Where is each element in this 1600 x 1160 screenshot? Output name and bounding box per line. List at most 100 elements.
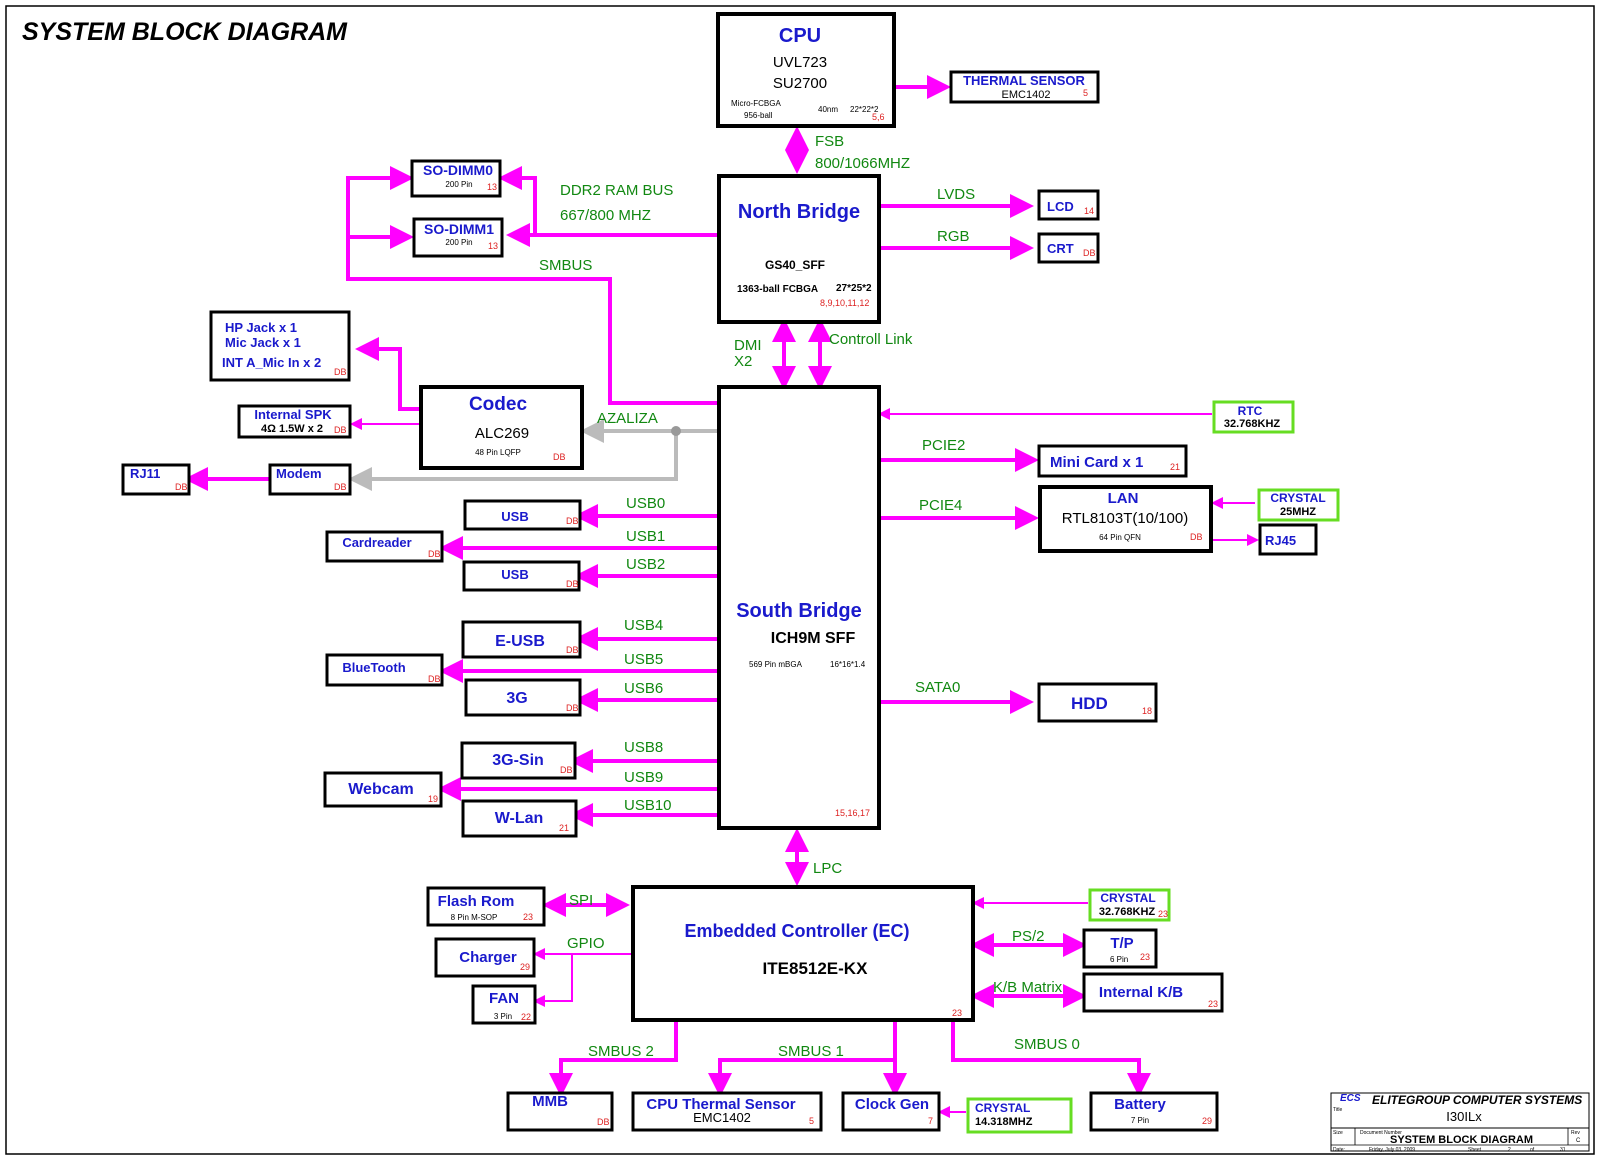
thermal-sensor-part: EMC1402 [1002,89,1051,101]
mini-card-ref: 21 [1170,462,1180,472]
smbus2-label: SMBUS 2 [588,1043,654,1060]
cpu-balls: 956-ball [744,111,773,120]
ram-bus-label: DDR2 RAM BUS [560,182,673,199]
pcie4-label: PCIE4 [919,497,962,514]
flash-rom-block: Flash Rom 8 Pin M-SOP 23 [426,886,546,927]
usb-device-2-ref: DB [566,579,579,589]
usb-device-1-ref: DB [428,549,441,559]
south-bridge-block: South Bridge ICH9M SFF 569 Pin mBGA 16*1… [717,385,881,830]
codec-ref: DB [553,452,566,462]
usb-device-8: W-Lan 21 [461,799,578,838]
north-bridge-pkg: 1363-ball FCBGA [737,284,818,295]
south-bridge-ref: 15,16,17 [835,808,870,818]
gpio-label: GPIO [567,935,605,952]
company-name: ELITEGROUP COMPUTER SYSTEMS [1372,1093,1582,1107]
charger-ref: 29 [520,962,530,972]
rj45-title: RJ45 [1265,533,1296,548]
south-bridge-pkg: 569 Pin mBGA [749,660,803,669]
usb4-label: USB4 [624,617,663,634]
north-bridge-ref: 8,9,10,11,12 [820,298,869,308]
sheet-border [5,5,1595,1155]
usb5-label: USB5 [624,651,663,668]
crystal-ec-block: CRYSTAL 32.768KHZ 23 [1088,888,1171,922]
cpu-thermal-title: CPU Thermal Sensor [646,1096,795,1113]
usb-device-2-label: USB [501,567,528,582]
usb0-label: USB0 [626,495,665,512]
rev-value: C [1576,1138,1581,1144]
so-dimm0-title: SO-DIMM0 [423,162,493,178]
tp-ref: 23 [1140,952,1150,962]
cpu-thermal-part: EMC1402 [693,1110,751,1125]
lan-pkg: 64 Pin QFN [1099,533,1141,542]
kb-matrix-label: K/B Matrix [993,979,1063,996]
fan-block: FAN 3 Pin 22 [471,984,537,1025]
sheet-label: Sheet [1468,1147,1482,1153]
smbus2-link [549,1020,678,1097]
rgb-label: RGB [937,228,970,245]
crystal-lan-block: CRYSTAL 25MHZ [1257,488,1340,522]
rj11-ref: DB [175,482,188,492]
smbus0-label: SMBUS 0 [1014,1036,1080,1053]
usb8-label: USB8 [624,739,663,756]
ec-title: Embedded Controller (EC) [684,921,909,941]
battery-title: Battery [1114,1096,1166,1113]
usb-device-0-label: USB [501,509,528,524]
rj45-block: RJ45 [1258,523,1318,556]
usb2-label: USB2 [626,556,665,573]
battery-pins: 7 Pin [1131,1116,1149,1125]
usb-device-3-label: E-USB [495,633,545,650]
charger-title: Charger [459,949,517,966]
lan-title: LAN [1108,490,1139,507]
ec-ref: 23 [952,1008,962,1018]
usb-device-7-label: Webcam [348,781,414,798]
cpu-block: CPU UVL723 SU2700 Micro-FCBGA 956-ball 4… [716,12,896,128]
so-dimm1-ref: 13 [488,241,498,251]
modem-title: Modem [276,466,322,481]
azalia-modem [348,431,678,491]
crystal-ec-freq: 32.768KHZ [1099,906,1156,918]
rev-label: Rev [1571,1130,1580,1136]
clock-gen-block: Clock Gen 7 [841,1091,941,1132]
clock-gen-ref: 7 [928,1116,933,1126]
ec-part: ITE8512E-KX [763,959,869,978]
audio-jack-ref: DB [334,367,347,377]
codec-pkg: 48 Pin LQFP [475,448,521,457]
internal-kb-ref: 23 [1208,999,1218,1009]
lan-ref: DB [1190,532,1203,542]
north-bridge-title: North Bridge [738,201,860,223]
lan-block: LAN RTL8103T(10/100) 64 Pin QFN DB [1038,485,1213,553]
project-name: I30ILx [1446,1109,1482,1124]
so-dimm1-block: SO-DIMM1 200 Pin 13 [412,217,504,258]
usb-device-4-label: BlueTooth [342,660,405,675]
ram-bus-dimm0 [498,166,537,235]
modem-block: Modem DB [268,463,352,496]
fsb-label: FSB [815,133,844,150]
hdd-title: HDD [1071,694,1108,713]
hdd-block: HDD 18 [1037,682,1158,723]
hp-jack-label: HP Jack x 1 [225,320,297,335]
fan-pins: 3 Pin [494,1012,512,1021]
lvds-label: LVDS [937,186,975,203]
usb-device-3: E-USB DB [461,620,582,659]
clock-gen-title: Clock Gen [855,1096,929,1113]
usb-device-0-ref: DB [566,516,579,526]
cpu-ref: 5,6 [872,112,885,122]
usb-device-5-ref: DB [566,703,579,713]
smbus-dimm0 [346,166,717,405]
usb-device-4-ref: DB [428,674,441,684]
title-label: Title [1333,1107,1342,1113]
title-block: ECS ELITEGROUP COMPUTER SYSTEMS Title I3… [1330,1092,1590,1153]
doc-title: SYSTEM BLOCK DIAGRAM [1390,1134,1533,1146]
so-dimm1-title: SO-DIMM1 [424,221,494,237]
usb-device-6-label: 3G-Sin [492,752,544,769]
cpu-pkg: Micro-FCBGA [731,99,781,108]
pcie2-label: PCIE2 [922,437,965,454]
cpu-process: 40nm [818,105,838,114]
smbus1-thermal [708,1058,895,1097]
ps2-label: PS/2 [1012,928,1045,945]
usb-device-6: 3G-Sin DB [460,741,577,780]
crystal-lan-freq: 25MHZ [1280,506,1316,518]
modem-ref: DB [334,482,347,492]
mmb-block: MMB DB [506,1091,614,1132]
